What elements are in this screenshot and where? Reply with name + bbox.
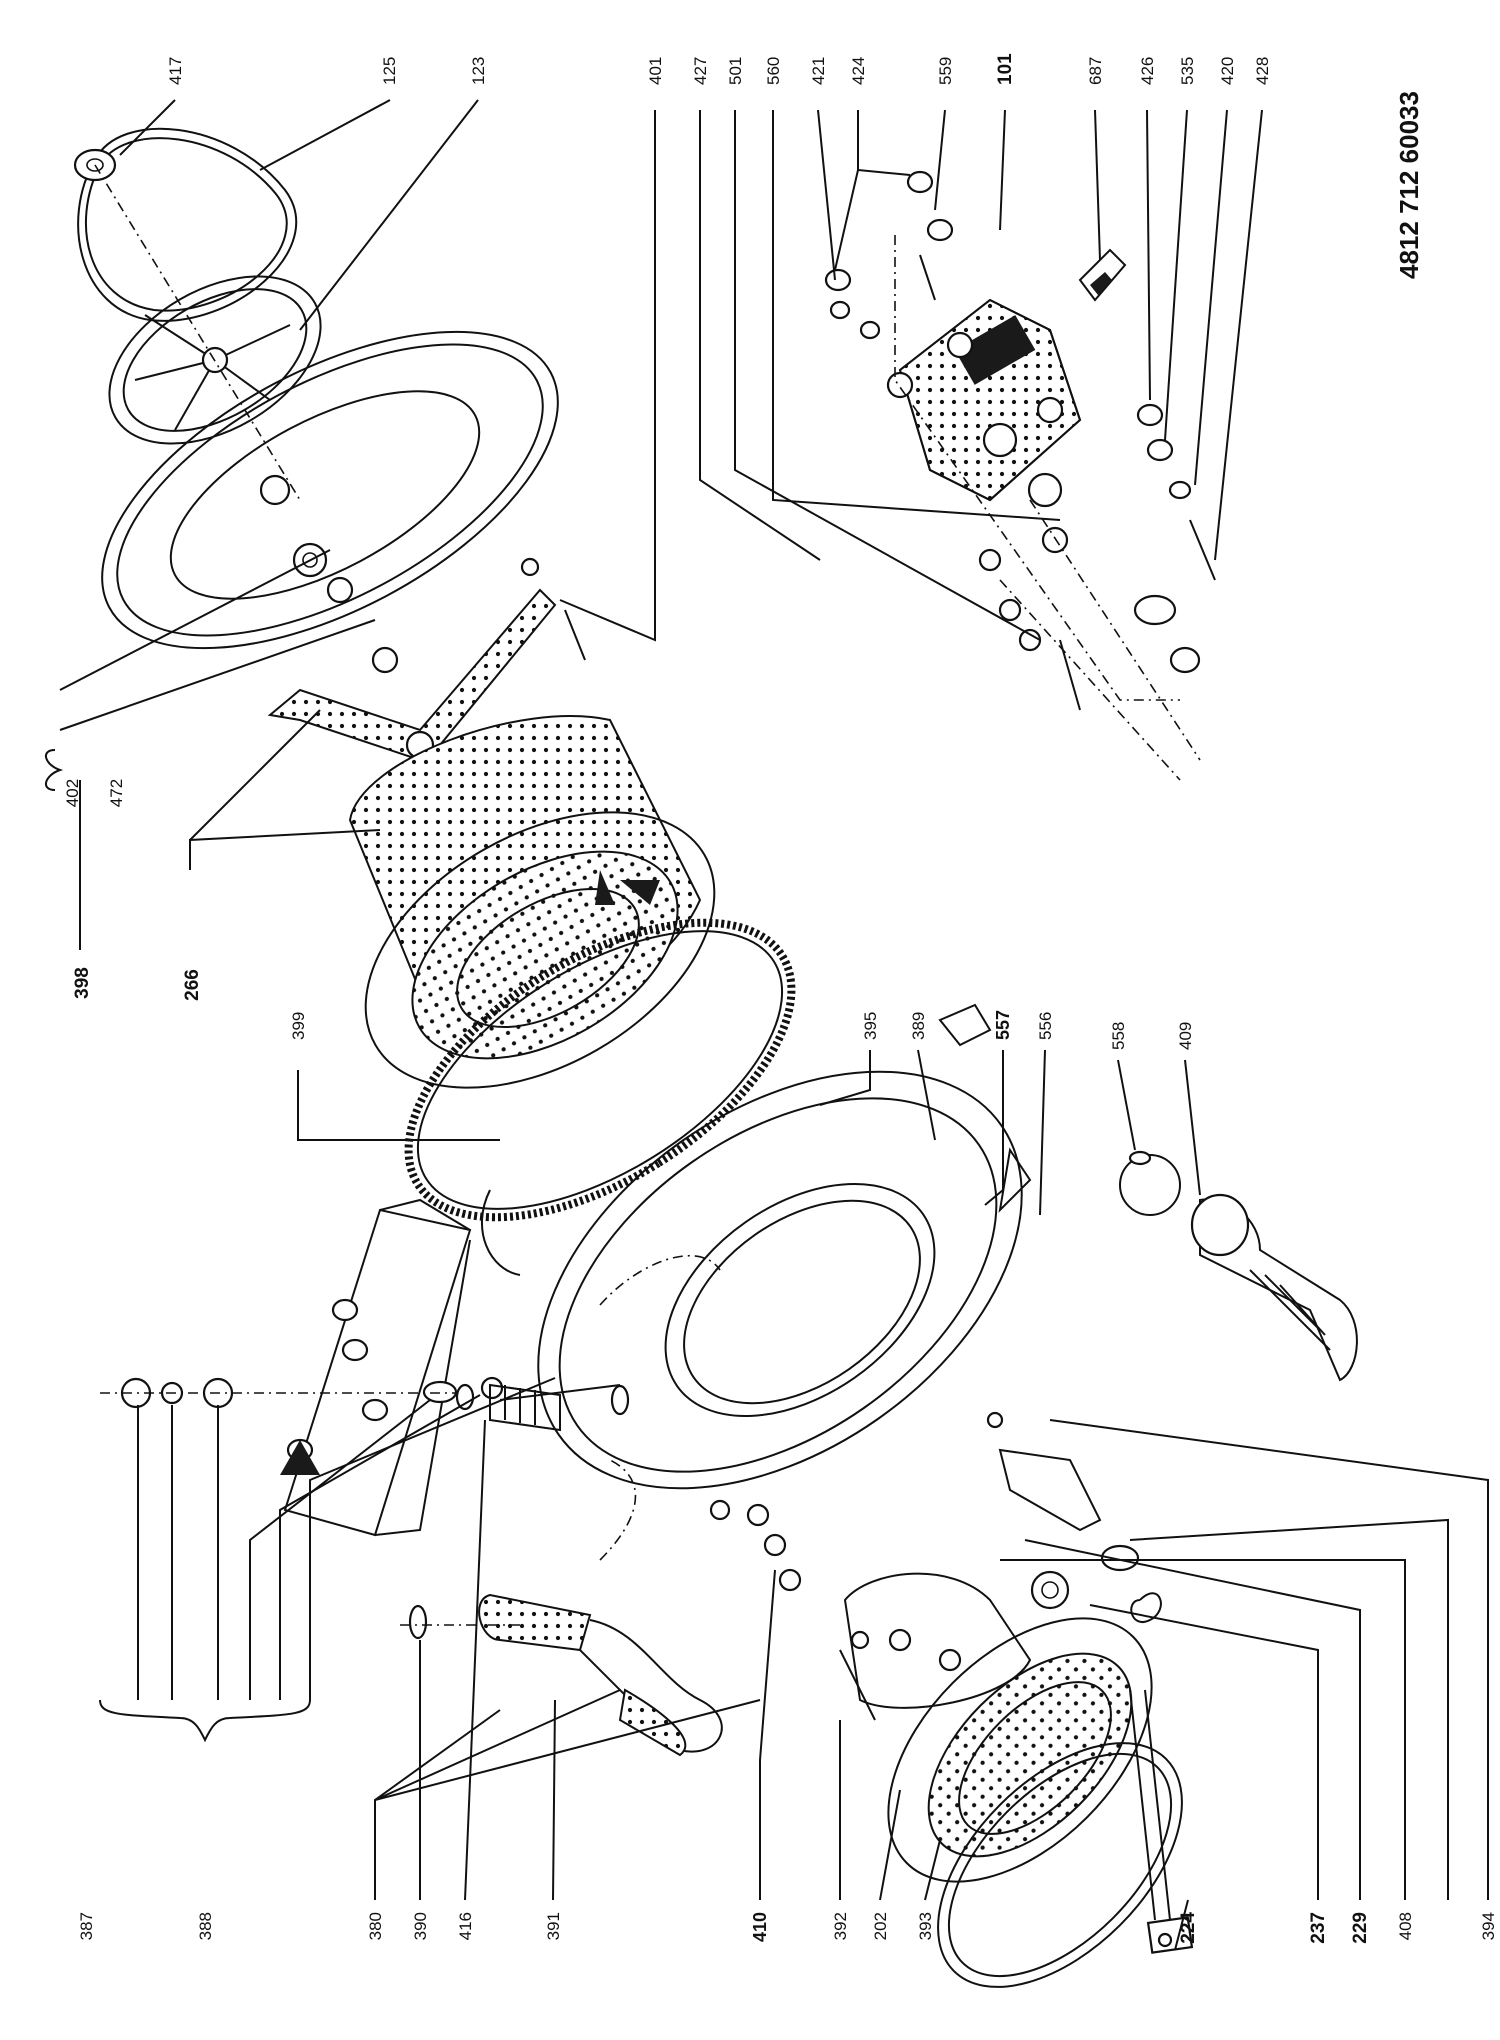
callout-535: 535 bbox=[1178, 57, 1197, 85]
callout-558: 558 bbox=[1109, 1022, 1128, 1050]
callout-123: 123 bbox=[469, 57, 488, 85]
callout-388: 388 bbox=[196, 1912, 215, 1940]
counterweight bbox=[280, 1198, 472, 1537]
sump-housing bbox=[843, 1572, 1032, 1709]
callout-392: 392 bbox=[831, 1912, 850, 1940]
drive-belt bbox=[77, 127, 298, 322]
callout-416: 416 bbox=[456, 1912, 475, 1940]
leader-lines bbox=[45, 99, 1489, 1951]
front-flange bbox=[887, 1617, 1153, 1883]
callout-125: 125 bbox=[380, 57, 399, 85]
callout-237: 237 bbox=[1308, 1912, 1329, 1944]
callout-408: 408 bbox=[1396, 1912, 1415, 1940]
level-sensor bbox=[1100, 1544, 1162, 1623]
callouts-left: 398 402 472 266 bbox=[63, 779, 203, 1001]
callout-395: 395 bbox=[861, 1012, 880, 1040]
callout-426: 426 bbox=[1138, 57, 1157, 85]
drum-seal-ring bbox=[404, 918, 796, 1276]
callout-402: 402 bbox=[63, 779, 82, 807]
callout-428: 428 bbox=[1253, 57, 1272, 85]
sump-screws bbox=[746, 1503, 876, 1721]
drum bbox=[348, 715, 716, 1089]
callout-202: 202 bbox=[871, 1912, 890, 1940]
callout-421: 421 bbox=[809, 57, 828, 85]
heater-element bbox=[1129, 1689, 1194, 1954]
thermostat bbox=[1030, 1570, 1070, 1610]
rear-tub-half bbox=[101, 330, 559, 650]
callout-501: 501 bbox=[726, 57, 745, 85]
flange-clamp-ring bbox=[937, 1742, 1183, 1988]
motor-top-fasteners bbox=[824, 170, 954, 340]
callout-556: 556 bbox=[1036, 1012, 1055, 1040]
callout-224: 224 bbox=[1178, 1912, 1199, 1944]
callout-410: 410 bbox=[750, 1912, 770, 1942]
callout-557: 557 bbox=[993, 1010, 1013, 1040]
callout-420: 420 bbox=[1218, 57, 1237, 85]
hose-clamp bbox=[1119, 1150, 1181, 1216]
motor-mount-parts bbox=[978, 403, 1216, 711]
sump-hose bbox=[478, 1593, 723, 1757]
callout-559: 559 bbox=[936, 57, 955, 85]
callout-398: 398 bbox=[72, 967, 93, 999]
callout-390: 390 bbox=[411, 1912, 430, 1940]
callout-394: 394 bbox=[1479, 1912, 1498, 1940]
callout-687: 687 bbox=[1086, 57, 1105, 85]
callout-391: 391 bbox=[544, 1912, 563, 1940]
drain-bellows-hose bbox=[1190, 1193, 1358, 1382]
callout-266: 266 bbox=[182, 969, 203, 1001]
callout-401: 401 bbox=[646, 57, 665, 85]
callout-560: 560 bbox=[764, 57, 783, 85]
doc-number: 4812 712 60033 bbox=[1394, 91, 1424, 279]
callout-229: 229 bbox=[1350, 1912, 1371, 1944]
callouts-mid: 399 395 389 557 556 558 409 bbox=[289, 1010, 1195, 1050]
callout-424: 424 bbox=[849, 57, 868, 85]
callout-380: 380 bbox=[366, 1912, 385, 1940]
callout-472: 472 bbox=[107, 779, 126, 807]
short-hose bbox=[489, 1383, 561, 1432]
callout-399: 399 bbox=[289, 1012, 308, 1040]
callout-393: 393 bbox=[916, 1912, 935, 1940]
callouts-top: 417 125 123 401 427 501 560 421 424 559 … bbox=[166, 53, 1272, 85]
callout-409: 409 bbox=[1176, 1022, 1195, 1050]
hose-rings bbox=[408, 1383, 630, 1640]
counterweight-fasteners bbox=[100, 1376, 621, 1409]
callout-389: 389 bbox=[909, 1012, 928, 1040]
callout-387: 387 bbox=[77, 1912, 96, 1940]
motor-brush-holder bbox=[1078, 248, 1127, 302]
callouts-bottom: 387 388 380 390 416 391 410 392 202 393 … bbox=[77, 1912, 1498, 1944]
front-tub bbox=[537, 1003, 1102, 1532]
callout-101: 101 bbox=[995, 53, 1016, 85]
motor bbox=[886, 298, 1082, 502]
callout-427: 427 bbox=[691, 57, 710, 85]
callout-417: 417 bbox=[166, 57, 185, 85]
drum-spider-bracket bbox=[267, 557, 586, 762]
